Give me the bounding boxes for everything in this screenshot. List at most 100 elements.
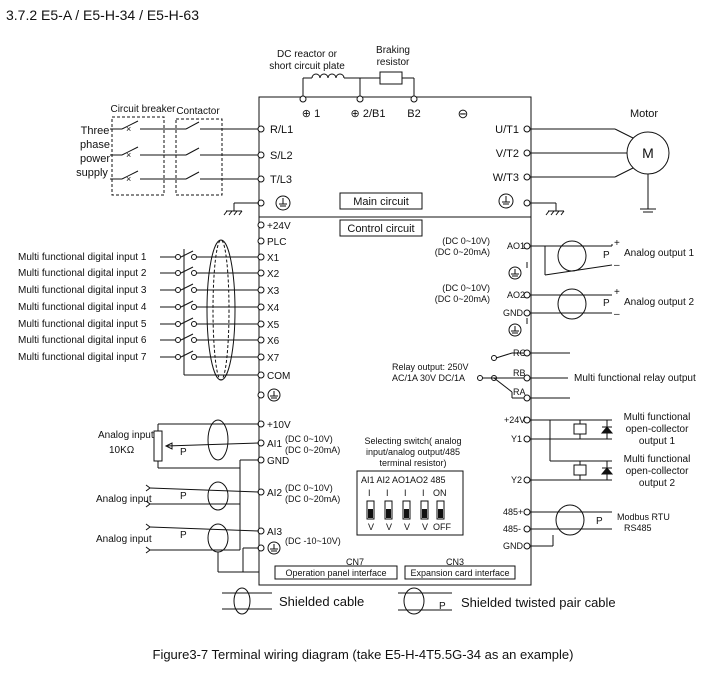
terminal-label-x2: X2 — [267, 269, 280, 280]
terminal-label-485n: 485- — [503, 524, 521, 534]
motor-symbol: M — [642, 145, 654, 161]
svg-text:×: × — [126, 174, 131, 184]
circuit-breaker-label: Circuit breaker — [110, 104, 176, 115]
left-earth-icon — [223, 195, 291, 216]
main-circuit-label: Main circuit — [353, 196, 409, 208]
terminal-label-rb: RB — [513, 368, 526, 378]
oc1-label-3: output 1 — [639, 436, 676, 447]
label-minus: ⊖ — [458, 106, 469, 121]
selecting-switch: Selecting switch( analog input/analog ou… — [356, 436, 464, 536]
circuit-breaker-box — [111, 116, 165, 196]
legend-shielded-cable: Shielded cable — [222, 587, 364, 615]
potentiometer — [153, 430, 163, 462]
digital-input-6-label: Multi functional digital input 6 — [18, 335, 147, 346]
expansion-card-box — [404, 565, 516, 580]
control-circuit-box — [339, 219, 423, 237]
ao1-range-1: (DC 0~10V) — [442, 236, 490, 246]
dc-reactor-label-2: short circuit plate — [269, 61, 345, 72]
label-s-l2: S/L2 — [270, 150, 293, 162]
digital-input-4-label: Multi functional digital input 4 — [18, 302, 147, 313]
switch-columns: AI1 AI2 AO1AO2 485 — [361, 475, 446, 485]
label-plus2-b1: ⊕ 2/B1 — [351, 108, 386, 120]
terminal-label-y1: Y1 — [511, 434, 522, 444]
terminal-label-ao2: AO2 — [507, 290, 525, 300]
cn7-label: CN7 — [346, 557, 364, 567]
p-mark-ai3: P — [180, 530, 187, 541]
p-mark-ai1: P — [180, 447, 187, 458]
main-circuit-box — [339, 192, 423, 210]
switch-tick-2: I — [386, 488, 389, 498]
relay-coil-2 — [573, 464, 587, 476]
analog-input-2-label: Analog input — [96, 494, 152, 505]
ao-earth-icons — [508, 266, 522, 337]
right-earth-icon — [498, 193, 565, 216]
motor-lines — [531, 128, 656, 213]
switch-v-3: V — [404, 522, 410, 532]
dc-reactor-label-1: DC reactor or — [277, 49, 338, 60]
switch-off-label: OFF — [433, 522, 451, 532]
digital-input-7-label: Multi functional digital input 7 — [18, 352, 147, 363]
supply-label-3: power — [80, 153, 110, 165]
ao2-plus: + — [614, 287, 620, 298]
terminal-label-ai2: AI2 — [267, 488, 282, 499]
switch-box — [356, 470, 464, 536]
braking-resistor-label-2: resistor — [377, 57, 410, 68]
legend-p-mark: P — [439, 601, 446, 612]
oc1-label-2: open-collector — [626, 424, 689, 435]
digital-inputs: Multi functional digital input 1 Multi f… — [18, 221, 291, 402]
dip-switches — [366, 500, 445, 520]
rs485-label-2: RS485 — [624, 523, 652, 533]
open-collector-outputs: +24V Y1 Y2 Multi functional open-collect… — [504, 412, 690, 489]
terminal-label-plc: PLC — [267, 237, 286, 248]
label-t-l3: T/L3 — [270, 174, 292, 186]
oc2-label-3: output 2 — [639, 478, 676, 489]
digital-input-5-label: Multi functional digital input 5 — [18, 319, 147, 330]
terminal-label-ra: RA — [513, 387, 526, 397]
terminal-label-x7: X7 — [267, 353, 280, 364]
svg-text:×: × — [126, 124, 131, 134]
rs485-interface: 485+ 485- GND P Modbus RTU RS485 — [503, 504, 670, 551]
analog-outputs: (DC 0~10V) (DC 0~20mA) (DC 0~10V) (DC 0~… — [435, 236, 694, 337]
braking-resistor — [360, 71, 415, 97]
switch-v-1: V — [368, 522, 374, 532]
p-mark-ao1: P — [603, 250, 610, 261]
ai2-range-2: (DC 0~20mA) — [285, 494, 340, 504]
analog-input-1-label: Analog input — [98, 430, 154, 441]
ao2-range-2: (DC 0~20mA) — [435, 294, 490, 304]
terminal-t — [257, 175, 265, 183]
ai3-range: (DC -10~10V) — [285, 536, 341, 546]
rs485-label-1: Modbus RTU — [617, 512, 670, 522]
terminal-label-ai3: AI3 — [267, 527, 282, 538]
operation-panel-box — [274, 565, 398, 580]
ai1-range-2: (DC 0~20mA) — [285, 445, 340, 455]
terminal-label-10v: +10V — [267, 420, 291, 431]
ao1-range-2: (DC 0~20mA) — [435, 247, 490, 257]
switch-on-label: ON — [433, 488, 447, 498]
ao1-minus: – — [614, 260, 620, 271]
power-lines: × × × — [110, 120, 259, 184]
control-earth-icon — [267, 388, 281, 402]
terminal-label-gnd: GND — [267, 456, 289, 467]
switch-tick-4: I — [422, 488, 425, 498]
analog-input-3-label: Analog input — [96, 534, 152, 545]
relay-output-label: Multi functional relay output — [574, 373, 696, 384]
ao2-minus: – — [614, 309, 620, 320]
digital-input-2-label: Multi functional digital input 2 — [18, 268, 147, 279]
switch-v-4: V — [422, 522, 428, 532]
supply-label-2: phase — [80, 139, 110, 151]
drive-outline — [258, 96, 532, 586]
switch-title-1: Selecting switch( analog — [364, 436, 461, 446]
ao2-range-1: (DC 0~10V) — [442, 283, 490, 293]
braking-resistor-label-1: Braking — [376, 45, 410, 56]
section-title: 3.7.2 E5-A / E5-H-34 / E5-H-63 — [6, 7, 199, 23]
terminal-label-x5: X5 — [267, 320, 280, 331]
terminal-label-x4: X4 — [267, 303, 280, 314]
switch-v-2: V — [386, 522, 392, 532]
label-w-t3: W/T3 — [493, 172, 519, 184]
legend-twisted-label: Shielded twisted pair cable — [461, 595, 616, 610]
ao1-plus: + — [614, 238, 620, 249]
potentiometer-label: 10KΩ — [109, 445, 135, 456]
svg-text:×: × — [126, 150, 131, 160]
terminal-s — [257, 151, 265, 159]
